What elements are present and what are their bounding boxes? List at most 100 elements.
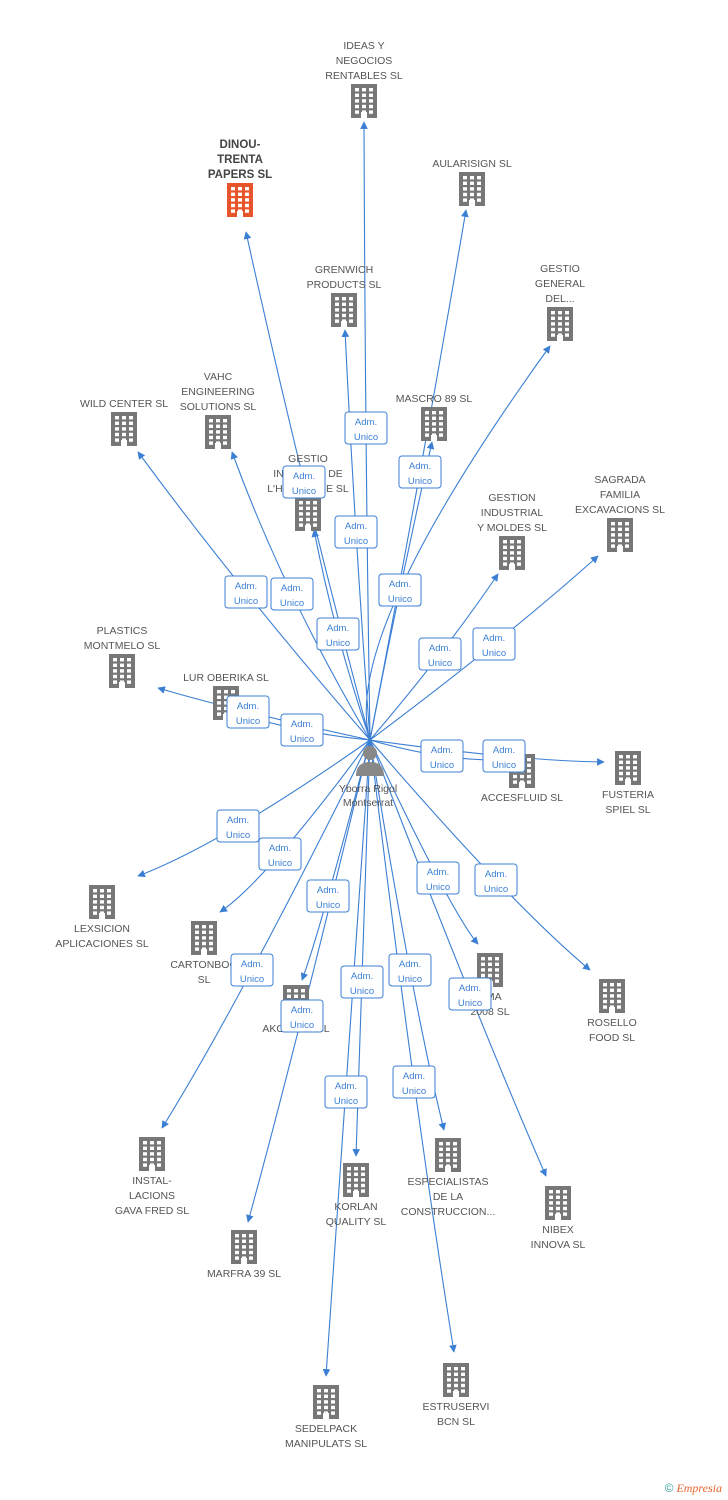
role-label-line: Adm. [351,971,373,982]
company-label-line: PAPERS SL [208,169,272,181]
company-node-lur-oberika[interactable]: LUR OBERIKA SL [183,672,269,720]
brand-name: Empresia [676,1481,722,1495]
role-label-line: Adm. [227,815,249,826]
building-icon [545,1186,571,1220]
role-label-line: Unico [344,536,368,547]
company-node-marfra-39[interactable]: MARFRA 39 SL [207,1230,281,1280]
building-icon [231,1230,257,1264]
role-label-box[interactable]: Adm.Unico [482,739,526,773]
building-icon [443,1363,469,1397]
role-label-line: Unico [326,638,350,649]
role-label-line: Unico [234,596,258,607]
company-label-line: LEXSICION [74,923,130,935]
role-label-line: Unico [482,648,506,659]
company-node-mascro-89[interactable]: MASCRO 89 SL [396,393,473,441]
company-node-wild-center[interactable]: WILD CENTER SL [80,398,168,446]
company-label-line: GESTIO [540,263,580,275]
role-label-line: Adm. [327,623,349,634]
role-label-box[interactable]: Adm.Unico [340,965,384,999]
role-label-line: Adm. [483,633,505,644]
company-label-line: LUR OBERIKA SL [183,672,269,684]
role-label-box[interactable]: Adm.Unico [282,465,326,499]
company-label-line: SL [198,974,211,986]
relationship-edge [369,739,457,1353]
role-label-line: Adm. [269,843,291,854]
role-label-line: Unico [402,1086,426,1097]
role-label-box[interactable]: Adm.Unico [388,953,432,987]
role-label-box[interactable]: Adm. Unico [472,627,516,661]
company-label-line: GRENWICH [315,264,373,276]
relationship-edge [369,739,591,971]
building-icon [607,518,633,552]
role-label-box[interactable]: Adm.Unico [378,573,422,607]
company-node-aularisign[interactable]: AULARISIGN SL [432,158,512,206]
role-label-box[interactable]: Adm.Unico [398,455,442,489]
company-label-line: INSTAL- [132,1175,172,1187]
role-label-box[interactable]: Adm.Unico [226,695,270,729]
role-label-box[interactable]: Adm.Unico [418,637,462,671]
company-label-line: BCN SL [437,1416,475,1428]
role-label-line: Adm. [485,869,507,880]
company-label-line: ESPECIALISTAS [408,1176,489,1188]
role-label-box[interactable]: Adm.Unico [324,1075,368,1109]
role-label-line: Unico [292,486,316,497]
building-icon [615,751,641,785]
building-icon [421,407,447,441]
company-label-line: CARTONBOO [170,959,237,971]
building-icon [227,183,253,217]
role-label-box[interactable]: Adm.Unico [392,1065,436,1099]
company-label-line: NIBEX [542,1224,574,1236]
center-person-node[interactable]: Yborra Rigol Montserrat [339,746,397,809]
person-name-line-1: Yborra Rigol [339,783,397,795]
role-label-box[interactable]: Adm. Unico [316,617,360,651]
role-label-box[interactable]: Adm.Unico [474,863,518,897]
company-label-line: GESTION [488,492,535,504]
company-label-line: MONTMELO SL [84,640,161,652]
company-node-gestio-general[interactable]: GESTIOGENERALDEL... [535,263,585,341]
company-label-line: KORLAN [334,1201,377,1213]
role-label-line: Unico [426,882,450,893]
role-label-line: Unico [458,998,482,1009]
role-label-box[interactable]: Adm.Unico [258,837,302,871]
building-icon [191,921,217,955]
role-label-box[interactable]: Adm.Unico [230,953,274,987]
edge-labels-layer: Adm.UnicoAdm.UnicoAdm.UnicoAdm.UnicoAdm.… [216,411,526,1109]
role-label-box[interactable]: Adm.Unico [420,739,464,773]
person-name-line-2: Montserrat [343,797,393,809]
role-label-box[interactable]: Adm.Unico [344,411,388,445]
role-label-line: Unico [316,900,340,911]
role-label-box[interactable]: Adm.Unico [280,999,324,1033]
role-label-box[interactable]: Adm.Unico [216,809,260,843]
role-label-box[interactable]: Adm.Unico [306,879,350,913]
role-label-box[interactable]: Adm.Unico [270,577,314,611]
role-label-box[interactable]: Adm.Unico [224,575,268,609]
company-label-line: MARFRA 39 SL [207,1268,281,1280]
company-node-uma-2008[interactable]: UMA2008 SL [470,953,510,1018]
role-label-box[interactable]: Adm.Unico [280,713,324,747]
role-label-box[interactable]: Adm.Unico [416,861,460,895]
company-label-line: SEDELPACK [295,1423,357,1435]
company-node-cartonboo[interactable]: CARTONBOO SL [170,921,238,986]
company-label-line: LACIONS [129,1190,175,1202]
role-label-line: Adm. [355,417,377,428]
role-label-box[interactable]: Adm.Unico [448,977,492,1011]
role-label-line: Adm. [291,719,313,730]
role-label-box[interactable]: Adm.Unico [334,515,378,549]
